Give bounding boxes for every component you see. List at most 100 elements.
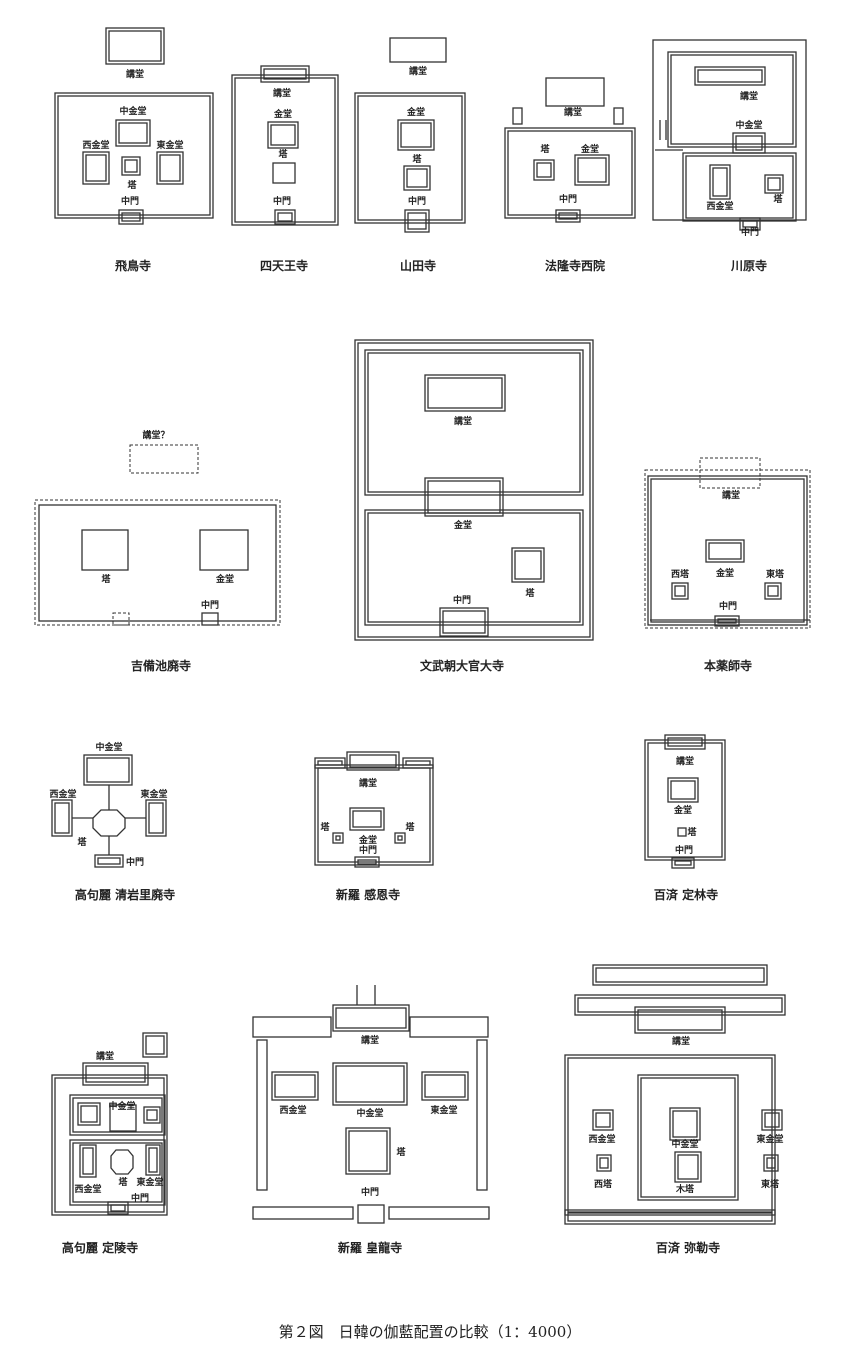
central-golden-hall-inner [672,1110,698,1138]
building-label: 金堂 [215,573,234,585]
west-golden-hall [709,164,731,200]
west-pagoda [332,832,344,844]
pagoda [345,1127,391,1175]
middle-gate [118,209,144,225]
west-building-inner [80,1105,98,1123]
building-label: 西金堂 [706,200,733,212]
building-label: 東塔 [761,1178,780,1190]
west-golden-hall [271,1071,319,1101]
lecture-hall-inner [697,69,763,83]
central-golden-hall-inner [335,1065,405,1103]
lecture-hall [260,65,310,83]
pagoda [272,162,296,184]
temple-name: 吉備池廃寺 [131,658,191,673]
golden-hall [267,121,299,149]
central-court-inner [640,1077,736,1198]
building-label: 東塔 [766,568,785,580]
lecture-hall [424,374,506,412]
building-label: 塔 [525,587,535,599]
temple-name: 新羅 感恩寺 [336,887,400,902]
lower-court-inner [685,155,794,219]
golden-hall [397,119,435,151]
pagoda-inner [348,1130,388,1172]
east-golden-hall [761,1109,783,1131]
building-label: 講堂 [672,1035,690,1047]
lecture-hall [82,1062,149,1086]
lecture-hall-conjectured [129,444,199,474]
building-label: 中金堂 [671,1138,698,1150]
central-court [637,1074,739,1201]
cloister-wall [504,127,636,219]
building-label: 塔 [412,153,422,165]
cloister-wall [644,739,726,861]
building-label: 中金堂 [735,119,762,131]
lecture-hall [389,37,447,63]
middle-gate [201,612,219,626]
upper-court [667,51,797,148]
golden-hall-inner [427,480,501,514]
building-label: 講堂 [361,1034,379,1046]
west-corridor [256,1039,268,1191]
east-pagoda-inner [766,1157,776,1169]
middle-gate-inner [717,618,737,624]
east-corridor [476,1039,488,1191]
central-court-inner [72,1097,163,1133]
side-building-inner [145,1035,165,1055]
building-label: 中門 [361,1186,379,1198]
east-golden-hall-inner [764,1112,780,1128]
building-label: 東金堂 [430,1104,457,1116]
golden-hall [574,154,610,186]
building-label: 西金堂 [82,139,109,151]
lecture-hall [664,734,706,750]
central-golden-hall-inner [86,757,130,783]
octagonal-pagoda [110,1149,134,1175]
building-label: 西金堂 [588,1133,615,1145]
corridor [314,757,346,769]
west-pagoda-inner [674,585,686,597]
building-label: 講堂？ [142,429,169,441]
west-golden-hall-inner [712,167,728,197]
lower-court [364,509,584,626]
east-golden-hall [421,1071,469,1101]
pagoda-inner [767,177,781,191]
outer-wall [51,1074,168,1216]
east-building-inner [146,1109,158,1121]
building-label: 金堂 [273,108,292,120]
cloister-wall-inner [647,742,723,858]
building-label: 中門 [675,844,693,856]
small-building [613,107,624,125]
outer-wall-inner [54,1077,165,1213]
east-golden-hall-inner [159,154,181,182]
building-label: 中門 [359,844,377,856]
lecture-hall-inner [85,1065,146,1083]
middle-gate [714,615,740,627]
lecture-hall-inner [335,1007,407,1029]
west-building [77,1102,101,1126]
south-corridor [252,1206,354,1220]
building-label: 中門 [126,856,144,868]
cloister-outline [644,469,811,629]
north-building [592,964,768,986]
building-label: 中門 [273,195,291,207]
golden-hall [199,529,249,571]
small-building [512,107,523,125]
golden-hall-inner [708,542,742,560]
cloister-wall-inner [357,95,463,221]
building-label: 講堂 [740,90,758,102]
lecture-hall-conjectured [699,457,761,489]
central-golden-hall [332,1062,408,1106]
middle-gate [107,1201,129,1215]
central-golden-hall [669,1107,701,1141]
golden-hall-inner [670,780,696,800]
golden-hall [667,777,699,803]
building-label: 講堂 [273,87,291,99]
middle-gate-inner [357,859,377,865]
building-label: 中門 [121,195,139,207]
building-label: 塔 [118,1176,128,1188]
building-label: 金堂 [673,804,692,816]
building-label: 塔 [320,821,330,833]
building-label: 金堂 [580,143,599,155]
lecture-hall [634,1006,726,1034]
building-label: 金堂 [406,106,425,118]
